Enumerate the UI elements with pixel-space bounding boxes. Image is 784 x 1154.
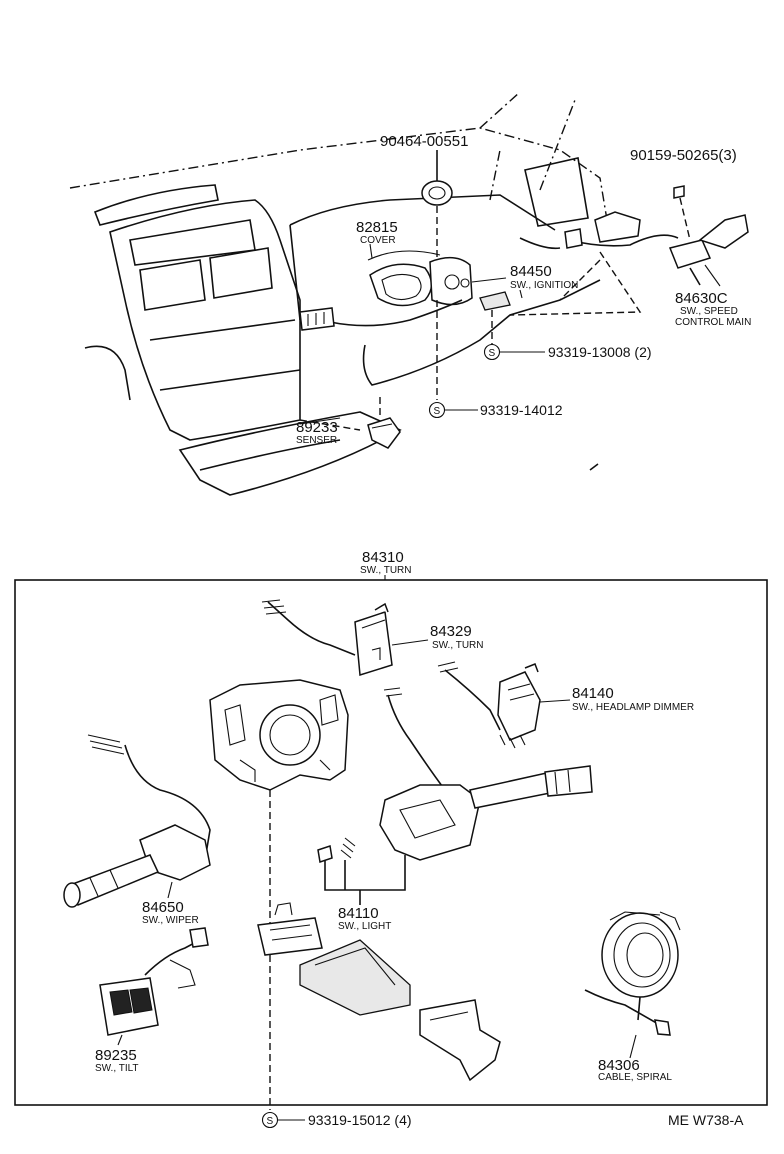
part-90159-number: 90159-50265(3) [630, 147, 737, 164]
part-84110-number: 84110 [338, 905, 379, 922]
part-84310-desc: SW., TURN [360, 565, 411, 576]
part-82815-number: 82815 [356, 219, 398, 236]
drawing-code: ME W738-A [668, 1112, 744, 1128]
part-84110-drawing [317, 687, 593, 905]
dashboard-view [69, 91, 749, 496]
part-84450-number: 84450 [510, 263, 552, 280]
connector-cover-drawing [257, 902, 501, 1082]
part-84329-number: 84329 [430, 623, 472, 640]
part-84650-drawing [63, 734, 211, 908]
part-89235-drawing [99, 927, 209, 1036]
part-89235-number: 89235 [95, 1047, 137, 1064]
s-symbol-93319-13008: S [483, 343, 501, 361]
part-82815-desc: COVER [360, 235, 396, 246]
assembly-box [14, 579, 768, 1106]
part-84450-desc: SW., IGNITION [510, 280, 578, 291]
svg-text:S: S [434, 406, 441, 417]
part-84306-number: 84306 [598, 1057, 640, 1074]
part-84329-desc: SW., TURN [432, 640, 483, 651]
part-93319-13008-number: 93319-13008 (2) [548, 344, 652, 360]
part-89233-desc: SENSER [296, 435, 337, 446]
part-90464-number: 90464-00551 [380, 133, 468, 150]
part-93319-14012-number: 93319-14012 [480, 402, 563, 418]
svg-text:S: S [489, 348, 496, 359]
part-84329-drawing [261, 599, 393, 676]
part-84630-desc-line1: SW., SPEED [680, 306, 738, 317]
part-84306-drawing [584, 911, 681, 1036]
part-84650-number: 84650 [142, 899, 184, 916]
part-84140-drawing [437, 661, 541, 749]
part-84140-desc: SW., HEADLAMP DIMMER [572, 702, 694, 713]
part-84630-desc-line2: CONTROL MAIN [675, 317, 751, 328]
part-93319-15012-number: 93319-15012 (4) [308, 1112, 412, 1128]
part-84306-desc: CABLE, SPIRAL [598, 1072, 672, 1083]
part-84650-desc: SW., WIPER [142, 915, 199, 926]
part-84140-number: 84140 [572, 685, 614, 702]
part-84310-number: 84310 [362, 549, 404, 566]
svg-text:S: S [267, 1116, 274, 1127]
part-84110-desc: SW., LIGHT [338, 921, 391, 932]
s-symbol-93319-15012: S [261, 1111, 279, 1129]
part-84630-number: 84630C [675, 290, 728, 307]
part-89235-desc: SW., TILT [95, 1063, 139, 1074]
part-89233-number: 89233 [296, 419, 338, 436]
s-symbol-93319-14012: S [428, 401, 446, 419]
upper-leaders [299, 243, 721, 425]
switch-base-drawing [209, 679, 349, 791]
